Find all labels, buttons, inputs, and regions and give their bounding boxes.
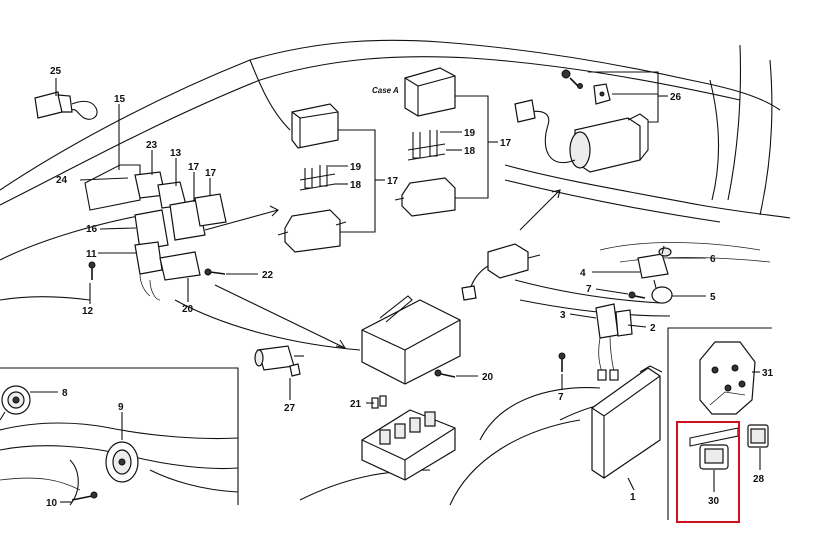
clip-18-case-a-part xyxy=(407,143,446,161)
clip-18-center-part xyxy=(299,173,336,191)
callout-1: 1 xyxy=(630,492,636,503)
callout-5: 5 xyxy=(710,292,716,303)
highlight-box xyxy=(676,421,740,523)
callout-17-left-a: 17 xyxy=(188,162,200,173)
relay-11-part xyxy=(134,241,163,275)
callout-13: 13 xyxy=(170,148,182,159)
callout-19-center: 19 xyxy=(350,162,362,173)
relay-cover-center-part xyxy=(291,103,339,149)
fuse-block-21-part xyxy=(361,395,456,481)
bolt-10-part xyxy=(71,491,98,501)
horn-9-part xyxy=(105,441,139,483)
callout-18-center: 18 xyxy=(350,180,362,191)
callout-17-center: 17 xyxy=(387,176,399,187)
relay-17-part xyxy=(169,193,227,241)
car-body-outline xyxy=(0,39,791,506)
relay-base-case-a-part xyxy=(394,177,456,217)
callout-31: 31 xyxy=(762,368,774,379)
callout-7-lower: 7 xyxy=(558,392,564,403)
clip-19-case-a-part xyxy=(412,130,438,159)
horn-inset-panel xyxy=(0,367,239,506)
callout-28: 28 xyxy=(753,474,765,485)
relay-28-part xyxy=(747,424,769,448)
control-box-20-part xyxy=(361,295,461,385)
callout-12: 12 xyxy=(82,306,94,317)
callout-labels: Case A 25 15 23 13 17 17 24 16 11 12 20 … xyxy=(46,66,774,509)
callout-23: 23 xyxy=(146,140,158,151)
sensor-center-part xyxy=(461,243,541,301)
callout-18-case-a: 18 xyxy=(464,146,476,157)
relay-base-center-part xyxy=(277,209,347,253)
relay-set-case-a xyxy=(394,67,456,217)
relay-5-part xyxy=(651,279,673,304)
callout-17-left-b: 17 xyxy=(205,168,217,179)
callout-27: 27 xyxy=(284,403,296,414)
bolt-26-part xyxy=(561,69,583,89)
callout-11: 11 xyxy=(86,249,97,260)
relay-set-center xyxy=(277,103,347,253)
callout-2: 2 xyxy=(650,323,656,334)
clip-19-center-part xyxy=(304,165,328,189)
relay-cover-case-a-part xyxy=(404,67,456,117)
callout-26: 26 xyxy=(670,92,682,103)
callout-24: 24 xyxy=(56,175,68,186)
connector-25-part xyxy=(34,91,98,120)
left-relay-cluster xyxy=(84,164,227,301)
callout-7-upper: 7 xyxy=(586,284,592,295)
relay-30-part xyxy=(689,427,739,470)
relay-3-part xyxy=(595,303,633,381)
control-unit-1-part xyxy=(591,365,663,479)
case-a-label: Case A xyxy=(372,86,399,95)
relay-16-part xyxy=(134,209,169,251)
screw-7-lower-part xyxy=(558,352,566,372)
leader-lines xyxy=(30,71,761,503)
callout-3: 3 xyxy=(560,310,566,321)
relay-4-6-part xyxy=(637,245,672,279)
horn-8-part xyxy=(0,385,31,421)
relay-bracket-31-part xyxy=(699,341,756,415)
callout-17-case-a: 17 xyxy=(500,138,512,149)
callout-20-left: 20 xyxy=(182,304,194,315)
callout-30: 30 xyxy=(708,496,720,507)
screw-7-upper-part xyxy=(628,291,646,299)
callout-20-center: 20 xyxy=(482,372,494,383)
unit-26-part xyxy=(514,69,649,173)
callout-19-case-a: 19 xyxy=(464,128,476,139)
callout-10: 10 xyxy=(46,498,58,509)
callout-15: 15 xyxy=(114,94,126,105)
callout-21: 21 xyxy=(350,399,362,410)
callout-4: 4 xyxy=(580,268,586,279)
callout-16: 16 xyxy=(86,224,98,235)
sensor-27-part xyxy=(254,345,304,377)
screw-22-part xyxy=(204,268,226,276)
callout-8: 8 xyxy=(62,388,68,399)
callout-22: 22 xyxy=(262,270,274,281)
screw-12-part xyxy=(88,261,96,280)
clamp-26-part xyxy=(593,83,611,105)
callout-6: 6 xyxy=(710,254,716,265)
callout-9: 9 xyxy=(118,402,124,413)
relay-bracket-inset-panel xyxy=(667,327,772,520)
callout-25: 25 xyxy=(50,66,62,77)
screw-20-part xyxy=(434,369,456,378)
relay-20-left-part xyxy=(159,251,201,281)
